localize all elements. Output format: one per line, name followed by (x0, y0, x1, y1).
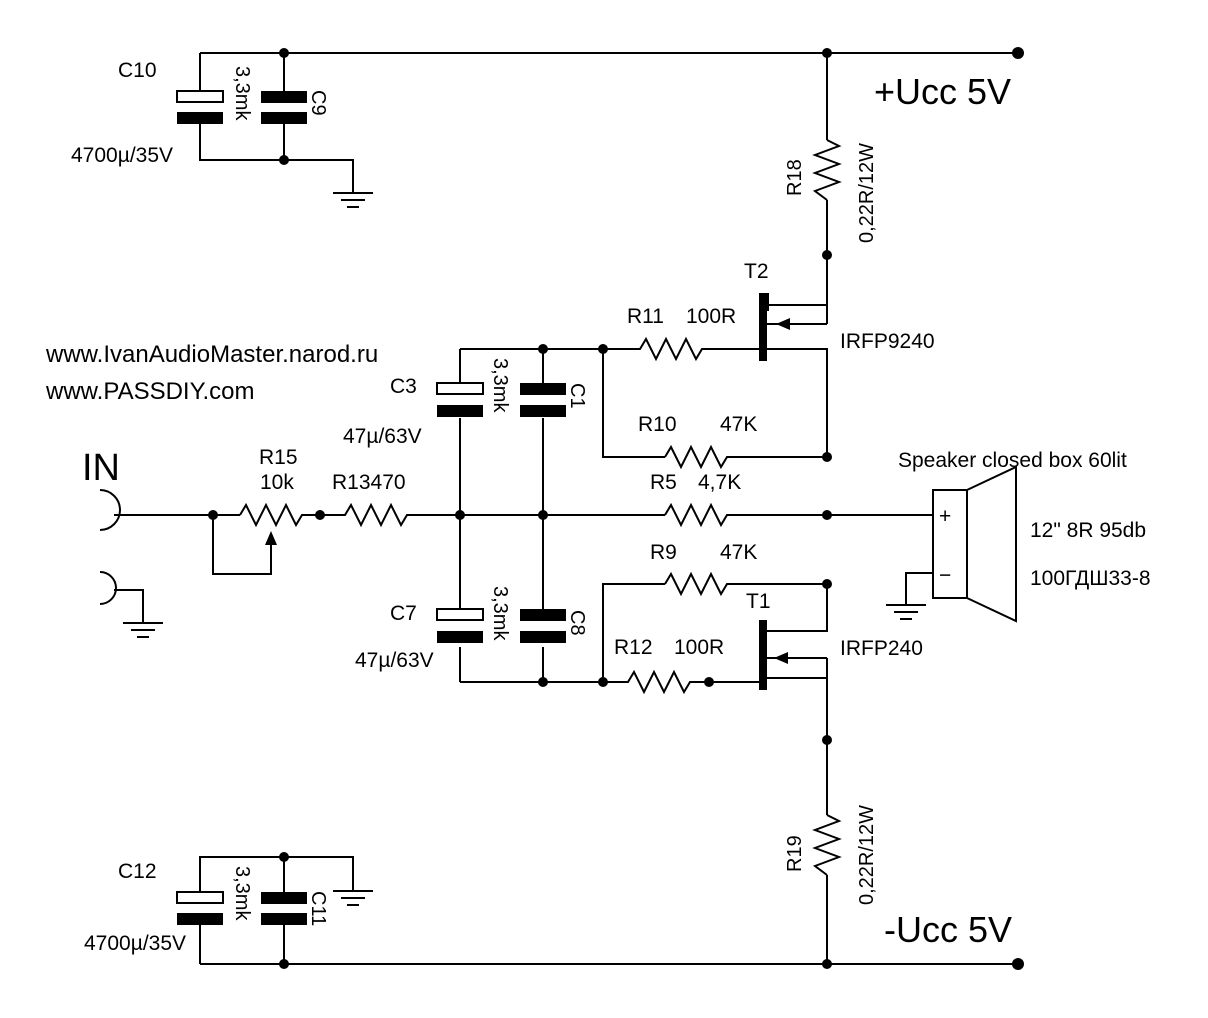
c11-value: 3,3mk (231, 866, 253, 921)
feedback-network (602, 336, 935, 695)
c7-ref: C7 (390, 602, 417, 625)
input-section (99, 489, 460, 638)
website-1: www.IvanAudioMaster.narod.ru (45, 341, 378, 368)
r18-ref: R18 (784, 159, 806, 196)
t1-part: IRFP240 (840, 637, 923, 660)
r13-ref: R13470 (332, 471, 406, 494)
c8-ref: C8 (566, 610, 588, 636)
c9-value: 3,3mk (231, 66, 253, 121)
c7-capacitor (436, 608, 484, 643)
speaker-minus-label: − (939, 564, 951, 587)
r9-value: 47K (720, 541, 757, 564)
c1-value: 3,3mk (489, 358, 511, 413)
website-2: www.PASSDIY.com (45, 378, 255, 405)
ground-symbol-top (333, 192, 373, 208)
c8-value: 3,3mk (489, 586, 511, 641)
r10-ref: R10 (638, 413, 677, 436)
r18-value: 0,22R/12W (856, 143, 878, 243)
r11-value: 100R (686, 305, 736, 328)
r12-resistor (603, 669, 762, 695)
c7-value: 47µ/63V (355, 649, 434, 672)
c3-value: 47µ/63V (343, 425, 422, 448)
r9-resistor (664, 571, 827, 597)
r5-ref: R5 (650, 471, 677, 494)
r19-resistor (812, 814, 842, 876)
c11-capacitor (261, 892, 307, 925)
speaker: + − (886, 465, 1017, 623)
t1-ref: T1 (746, 590, 771, 613)
ground-symbol-bottom (333, 890, 373, 906)
bias-network (436, 344, 665, 687)
r5-value: 4,7K (698, 471, 741, 494)
r15-ref: R15 (259, 446, 298, 469)
r11-resistor (603, 336, 762, 362)
c1-ref: C1 (566, 383, 588, 409)
c1-capacitor (520, 383, 566, 417)
speaker-model: 100ГДШ33-8 (1030, 567, 1151, 590)
r5-resistor (664, 502, 935, 528)
plus-rail-label: +Ucc 5V (874, 71, 1011, 112)
speaker-spec: 12" 8R 95db (1030, 519, 1146, 542)
r19-ref: R19 (784, 835, 806, 872)
speaker-plus-label: + (939, 505, 951, 528)
input-jack-signal (99, 489, 240, 531)
r18-resistor (812, 139, 842, 201)
plus-rail-terminal (1012, 47, 1024, 59)
c12-ref: C12 (118, 860, 157, 883)
r13-resistor (320, 502, 460, 528)
c9-ref: C9 (307, 90, 329, 116)
r11-ref: R11 (627, 305, 664, 328)
minus-rail-label: -Ucc 5V (884, 909, 1012, 950)
r12-ref: R12 (614, 636, 653, 659)
r10-resistor (664, 444, 827, 470)
r9-ref: R9 (650, 541, 677, 564)
c9-capacitor (261, 91, 307, 124)
t1-mosfet (759, 584, 828, 690)
speaker-title: Speaker closed box 60lit (898, 449, 1127, 472)
bottom-supply-section (176, 678, 1024, 970)
c12-value: 4700µ/35V (84, 932, 186, 955)
minus-rail-terminal (1012, 958, 1024, 970)
t2-mosfet (759, 293, 828, 457)
c3-ref: C3 (390, 375, 417, 398)
r15-potentiometer (239, 502, 320, 528)
t2-ref: T2 (744, 260, 769, 283)
c12-capacitor (176, 891, 224, 925)
c10-ref: C10 (118, 59, 157, 82)
c10-value: 4700µ/35V (71, 144, 173, 167)
c8-capacitor (520, 609, 566, 643)
input-jack-ground (99, 571, 144, 622)
top-supply-section (176, 47, 1024, 305)
r10-value: 47K (720, 413, 757, 436)
input-label: IN (82, 447, 120, 489)
c10-capacitor (176, 90, 224, 124)
c3-capacitor (436, 382, 484, 417)
t2-part: IRFP9240 (840, 330, 935, 353)
c11-ref: C11 (307, 891, 329, 926)
r12-value: 100R (674, 636, 724, 659)
r19-value: 0,22R/12W (856, 805, 878, 905)
r15-value: 10k (260, 471, 294, 494)
